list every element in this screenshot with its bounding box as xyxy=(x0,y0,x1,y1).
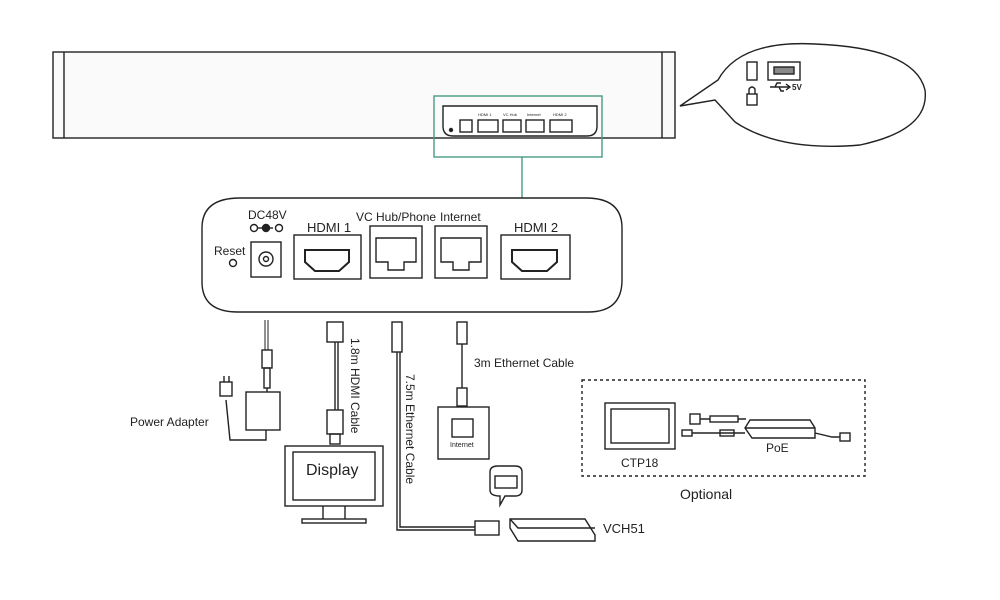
display-label: Display xyxy=(306,462,359,479)
poe-device xyxy=(681,413,851,442)
video-bar-device xyxy=(52,51,676,139)
usb-rating-label: 5V xyxy=(792,83,802,92)
vch51-label: VCH51 xyxy=(603,521,645,536)
wall-jack-device xyxy=(437,406,490,460)
zoomed-port-panel xyxy=(201,197,623,313)
power-adapter-device xyxy=(219,320,281,441)
hdmi-cable xyxy=(326,321,344,445)
reset-label: Reset xyxy=(214,244,246,258)
hdmi1-port-label: HDMI 1 xyxy=(307,220,352,235)
vc-hub-port-label: VC Hub/Phone xyxy=(356,210,437,224)
ethernet-cable-3m xyxy=(456,321,468,407)
ethernet-7-5m-label: 7.5m Ethernet Cable xyxy=(403,374,417,485)
wall-jack-label: Internet xyxy=(450,442,474,449)
dc48v-label: DC48V xyxy=(248,208,287,222)
ctp18-device xyxy=(604,402,676,450)
zoom-indicator xyxy=(433,95,603,198)
svg-text:HDMI 1: HDMI 1 xyxy=(478,112,492,117)
ethernet-3m-label: 3m Ethernet Cable xyxy=(474,356,575,370)
optional-label: Optional xyxy=(680,486,733,502)
display-device xyxy=(284,445,384,524)
power-adapter-label: Power Adapter xyxy=(130,415,209,429)
ethernet-cable-7-5m xyxy=(391,321,500,536)
svg-text:Internet: Internet xyxy=(527,112,541,117)
ctp18-label: CTP18 xyxy=(621,456,659,470)
hdmi-cable-label: 1.8m HDMI Cable xyxy=(348,338,362,434)
internet-port-label: Internet xyxy=(440,210,481,224)
hdmi2-port-label: HDMI 2 xyxy=(514,220,559,235)
vch51-device xyxy=(489,465,596,542)
svg-text:VC Hub: VC Hub xyxy=(503,112,518,117)
optional-group-frame xyxy=(581,379,866,477)
usb-callout xyxy=(679,42,926,148)
svg-text:HDMI 2: HDMI 2 xyxy=(553,112,567,117)
poe-label: PoE xyxy=(766,441,789,455)
